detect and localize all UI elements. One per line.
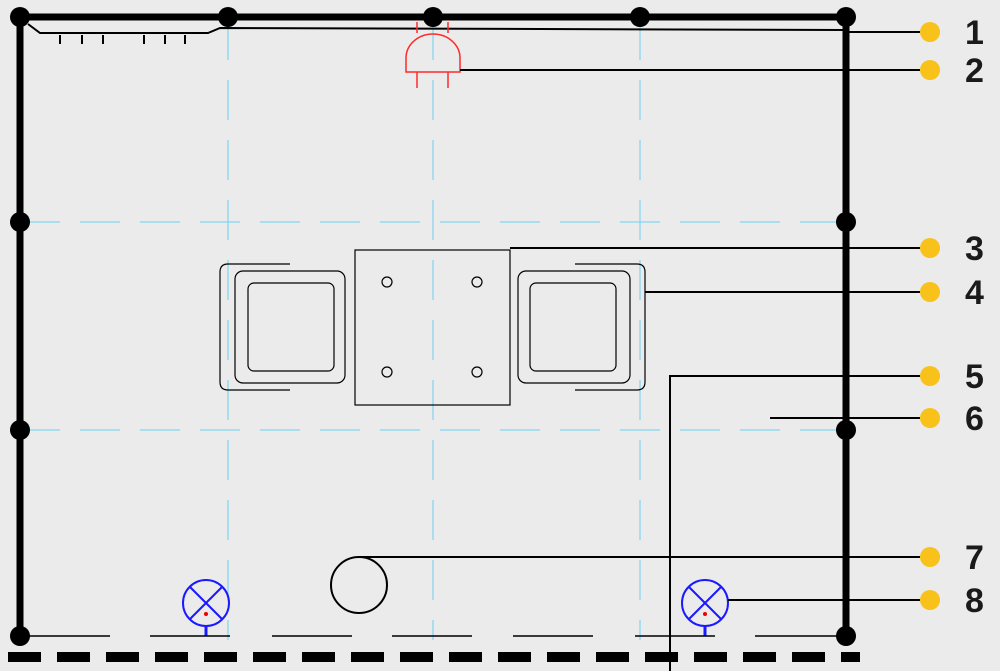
- round-stool: [330, 556, 388, 614]
- svg-text:2: 2: [965, 52, 984, 90]
- svg-text:1: 1: [965, 14, 984, 52]
- chair-right: [517, 263, 646, 391]
- light-dot: [204, 612, 208, 616]
- wall-shelf: [27, 23, 847, 44]
- svg-text:6: 6: [965, 400, 984, 438]
- callout-7: 7: [920, 539, 984, 577]
- callout-6: 6: [920, 400, 984, 438]
- callout-1: 1: [920, 14, 984, 52]
- svg-text:7: 7: [965, 539, 984, 577]
- svg-text:8: 8: [965, 582, 984, 620]
- callout-2: 2: [920, 52, 984, 90]
- light-fixture-icon: [681, 579, 729, 636]
- callout-3: 3: [920, 230, 984, 268]
- svg-text:4: 4: [965, 274, 984, 312]
- light-dot: [703, 612, 707, 616]
- callout-4: 4: [920, 274, 984, 312]
- svg-text:5: 5: [965, 358, 984, 396]
- callout-5: 5: [920, 358, 984, 396]
- callout-8: 8: [920, 582, 984, 620]
- leader-lines: [360, 31, 920, 671]
- light-fixture-icon: [182, 579, 230, 636]
- chair-left: [219, 263, 346, 391]
- socket-icon: [405, 22, 461, 88]
- wall-columns: [10, 7, 856, 646]
- grid-lines: [20, 20, 846, 640]
- svg-text:3: 3: [965, 230, 984, 268]
- table: [354, 249, 511, 406]
